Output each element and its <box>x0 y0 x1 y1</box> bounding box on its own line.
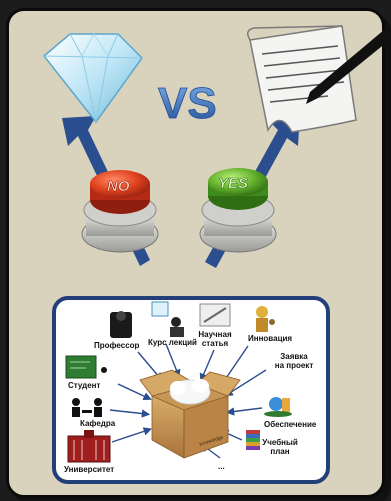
support-icon <box>264 397 292 417</box>
label-scientific-article: Научная статья <box>198 330 232 348</box>
box-icon: Knowledge <box>139 369 241 459</box>
label-project-application: Заявка на проект <box>274 352 314 370</box>
scientific-article-icon <box>199 303 231 327</box>
label-innovation: Инновация <box>248 334 293 343</box>
yes-button-label: YES <box>218 175 248 192</box>
label-professor: Профессор <box>94 341 140 350</box>
label-support: Обеспечение <box>264 420 317 429</box>
connector-arrows <box>109 343 267 459</box>
study-plan-icon <box>246 430 260 450</box>
label-student: Студент <box>68 381 101 390</box>
yes-button[interactable]: YES <box>199 168 277 253</box>
department-icon <box>72 398 102 417</box>
vs-text: VS <box>158 79 217 128</box>
no-button-label: NO <box>107 178 130 195</box>
lecture-course-icon <box>151 301 184 337</box>
no-button[interactable]: NO <box>81 170 159 253</box>
university-icon <box>67 430 111 463</box>
diamond-icon <box>42 33 143 124</box>
professor-icon <box>110 311 132 338</box>
label-lecture-course: Курс лекций <box>148 338 197 347</box>
label-department: Кафедра <box>80 419 116 428</box>
label-ellipsis: ... <box>218 462 225 471</box>
student-icon <box>65 355 107 379</box>
document-pen-icon <box>247 25 391 133</box>
label-study-plan: Учебный план <box>262 438 298 456</box>
innovation-icon <box>256 306 275 332</box>
label-university: Университет <box>64 465 115 474</box>
